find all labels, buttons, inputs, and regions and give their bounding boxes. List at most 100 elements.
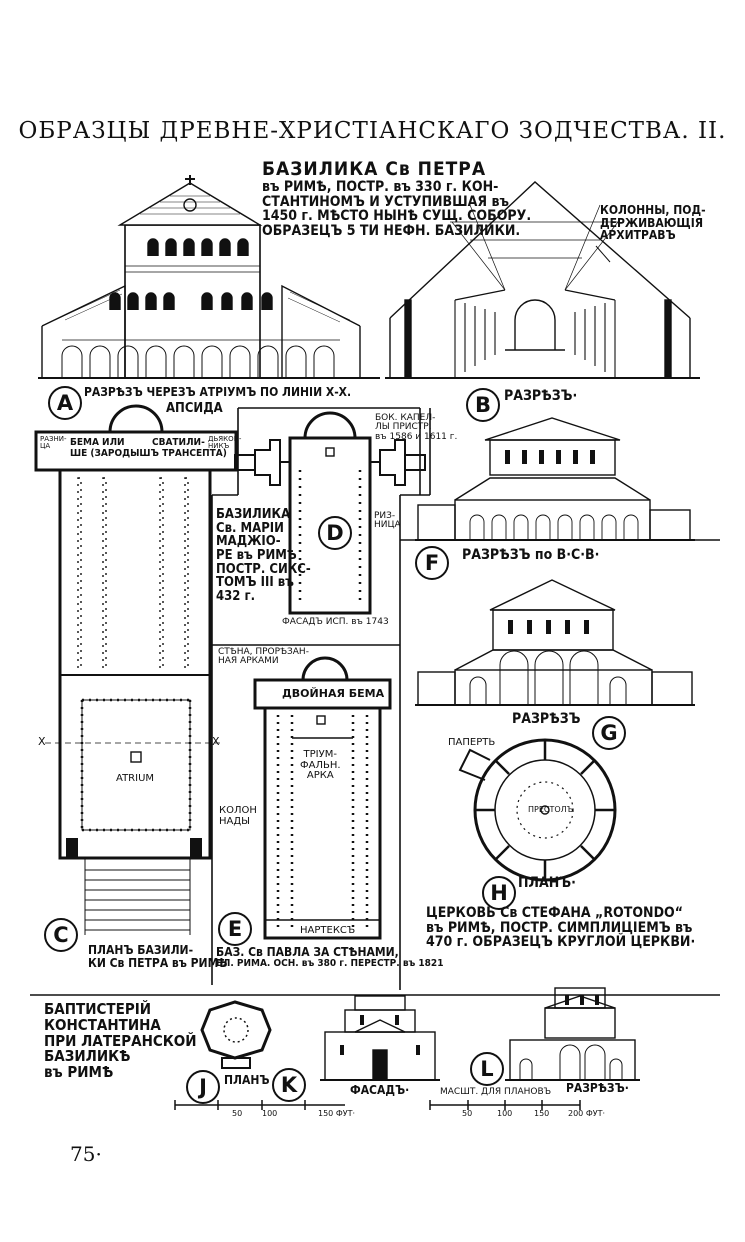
note-line: ДЕРЖИВАЮЩІЯ [600,215,704,230]
double-bema-label: ДВОЙНАЯ БЕМА [282,687,385,700]
note-line: БОК. КАПЕЛ- [375,413,436,423]
caption-line: 470 г. ОБРАЗЕЦЪ КРУГЛОЙ ЦЕРКВИ· [426,934,696,951]
caption-line: ТОМЪ III въ [216,575,294,591]
scale-tick: 100 [497,1109,513,1118]
section-a-caption: РАЗРѢЗЪ ЧЕРЕЗЪ АТРІУМЪ ПО ЛИНІИ Х-Х. [84,385,352,399]
plan-e-caption: БАЗ. Св ПАВЛА ЗА СТѢНАМИ, БЛ. РИМА. ОСН.… [216,946,443,969]
caption-line: РЕ въ РИМѢ [216,547,297,563]
altar-label: ПРЕСТОЛЪ [528,805,574,814]
caption-line: ПОСТР. СИКС- [216,561,311,577]
figure-letter-a: A [48,386,82,420]
colonnade-note: КОЛОННЫ, ПОД- ДЕРЖИВАЮЩІЯ АРХИТРАВЪ [600,204,706,242]
rotunda-caption: ЦЕРКОВЬ Св СТЕФАНА „ROTONDO“ въ РИМѢ, ПО… [426,906,695,950]
facade-note: ФАСАДЪ ИСП. въ 1743 [282,617,389,627]
scale-tick: 100 [262,1109,278,1118]
scale-tick: 150 [534,1109,550,1118]
narthex-label: НАРТЕКСЪ [300,925,356,936]
caption-line: въ РИМѢ [44,1063,114,1081]
x-marker-right: X [212,735,220,748]
section-b-drawing [385,181,700,379]
figure-letter-l: L [470,1052,504,1086]
caption-line: Св. МАРІИ [216,520,284,536]
sanctuary-label: СВАТИЛИ- [152,437,205,448]
caption-line: ОБРАЗЕЦЪ 5 ТИ НЕФН. БАЗИЛИКИ. [262,223,521,239]
figure-letter-b: B [466,388,500,422]
figure-letter-d: D [318,516,352,550]
plan-e-drawing [253,656,392,940]
atrium-label: ATRIUM [116,773,155,784]
note-line: СТѢНА, ПРОРѢЗАН- [218,647,309,657]
section-g-drawing [415,579,695,706]
page-number: 75· [70,1142,102,1166]
label-line: ФАЛЬН. [300,759,341,771]
caption-line: КОНСТАНТИНА [44,1015,161,1034]
colonnades-label: КОЛОН НАДЫ [219,805,257,827]
bema-label: БЕМА ИЛИ ШЕ (ЗАРОДЫШЪ ТРАНСЕПТА) [70,437,227,459]
chapel-note: БОК. КАПЕЛ- ЛЫ ПРИСТР. въ 1586 и 1611 г. [375,413,457,442]
caption-line: ПЛАНЪ БАЗИЛИ- [88,943,194,957]
note-line: КОЛОННЫ, ПОД- [600,203,706,217]
figure-letter-e: E [218,912,252,946]
note-line: ЛЫ ПРИСТР. [375,422,432,433]
scale-tick: 200 ФУТ· [568,1109,606,1118]
baptistery-caption: БАПТИСТЕРІЙ КОНСТАНТИНА ПРИ ЛАТЕРАНСКОЙ … [44,1000,197,1081]
caption-line: въ РИМѢ, ПОСТР. СИМПЛИЦІЕМЪ въ [426,919,693,936]
wall-note: СТѢНА, ПРОРѢЗАН- НАЯ АРКАМИ [218,647,309,667]
scale-tick: 50 [232,1109,243,1118]
section-f-caption: РАЗРѢЗЪ по В·С·В· [462,547,600,563]
caption-line: 432 г. [216,588,256,604]
label-line: АРКА [306,770,334,781]
plan-j-drawing [200,1000,272,1069]
note-line: АРХИТРАВЪ [600,228,676,243]
caption-line: ПРИ ЛАТЕРАНСКОЙ [44,1031,197,1050]
caption-line: БЛ. РИМА. ОСН. въ 380 г. ПЕРЕСТР. въ 182… [216,957,444,969]
section-g-caption: РАЗРѢЗЪ [512,711,581,727]
caption-line: БАПТИСТЕРІЙ [44,1000,152,1018]
sacristy-label: РИЗ- НИЦА [374,511,401,531]
scale-bars [174,1100,581,1110]
facade-k-drawing [320,995,440,1081]
caption-line: БАЗИЛИКА Св ПЕТРА [262,158,487,180]
note-line: НАЯ АРКАМИ [218,656,279,667]
caption-line: КИ Св ПЕТРА въ РИМѢ [88,955,228,970]
plan-h-drawing [458,738,617,882]
x-marker-left: X [38,735,46,748]
scale-tick: 150 ФУТ· [318,1109,356,1118]
figure-letter-f: F [415,546,449,580]
caption-line: БАЗИЛИКѢ [44,1047,131,1066]
caption-line: въ РИМѢ, ПОСТР. въ 330 г. КОН- [262,178,499,195]
scale-tick: 50 [462,1109,473,1118]
facade-k-caption: ФАСАДЪ· [350,1083,410,1097]
section-b-caption: РАЗРѢЗЪ· [504,388,578,404]
label-line: НИЦА [374,520,401,531]
figure-letter-h: H [482,876,516,910]
caption-line: БАЗИЛИКА [216,507,291,522]
figure-letter-k: K [272,1068,306,1102]
basilica-peter-caption: БАЗИЛИКА Св ПЕТРА въ РИМѢ, ПОСТР. въ 330… [262,158,532,239]
caption-line: 1450 г. МѢСТО НЫНѢ СУЩ. СОБОРУ. [262,208,532,225]
bema-label-line: ШЕ (ЗАРОДЫШЪ ТРАНСЕПТА) [70,447,227,459]
plan-j-caption: ПЛАНЪ [224,1073,270,1087]
plan-c-drawing [34,404,238,935]
figure-letter-g: G [592,716,626,750]
label-line: РИЗ- [374,511,396,521]
section-a-drawing [38,175,380,379]
side-label-right: ДЬЯКОН-НИКЪ [208,435,242,451]
paperth-label: ПАПЕРТЬ [448,737,496,748]
caption-line: ЦЕРКОВЬ Св СТЕФАНА „ROTONDO“ [426,905,684,921]
caption-line: СТАНТИНОМЪ И УСТУПИВШАЯ въ [262,193,509,210]
apse-label: АПСИДА [166,401,223,416]
side-label-left: РАЗНИ-ЦА [40,435,67,451]
figure-letter-c: C [44,918,78,952]
plan-d-drawing [234,411,426,615]
label-line: НАДЫ [219,815,250,827]
caption-line: МАДЖІО- [216,534,281,550]
scale-label: МАСШТ. ДЛЯ ПЛАНОВЪ [440,1087,552,1097]
figure-letter-j: J [186,1070,220,1104]
bema-label-line: БЕМА ИЛИ [70,437,125,448]
plan-h-caption: ПЛАНЪ· [518,875,576,891]
caption-line: БАЗ. Св ПАВЛА ЗА СТѢНАМИ, [216,945,399,959]
section-f-drawing [415,417,695,541]
section-l-caption: РАЗРѢЗЪ· [566,1081,629,1095]
